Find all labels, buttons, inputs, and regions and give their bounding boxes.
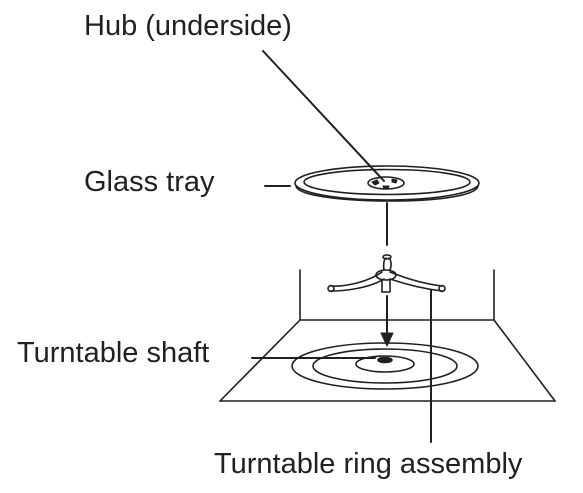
turntable-shaft-label: Turntable shaft	[17, 337, 210, 369]
turntable-ring-label: Turntable ring assembly	[214, 448, 523, 480]
assembly-arrow	[380, 202, 394, 347]
hub-leader-line	[262, 50, 385, 182]
glass-tray	[294, 165, 480, 202]
glass-tray-label: Glass tray	[84, 166, 215, 198]
turntable-ring-assembly	[327, 254, 446, 293]
oven-cavity	[219, 269, 556, 402]
hub-label: Hub (underside)	[84, 10, 292, 42]
floor-rings	[291, 342, 479, 390]
